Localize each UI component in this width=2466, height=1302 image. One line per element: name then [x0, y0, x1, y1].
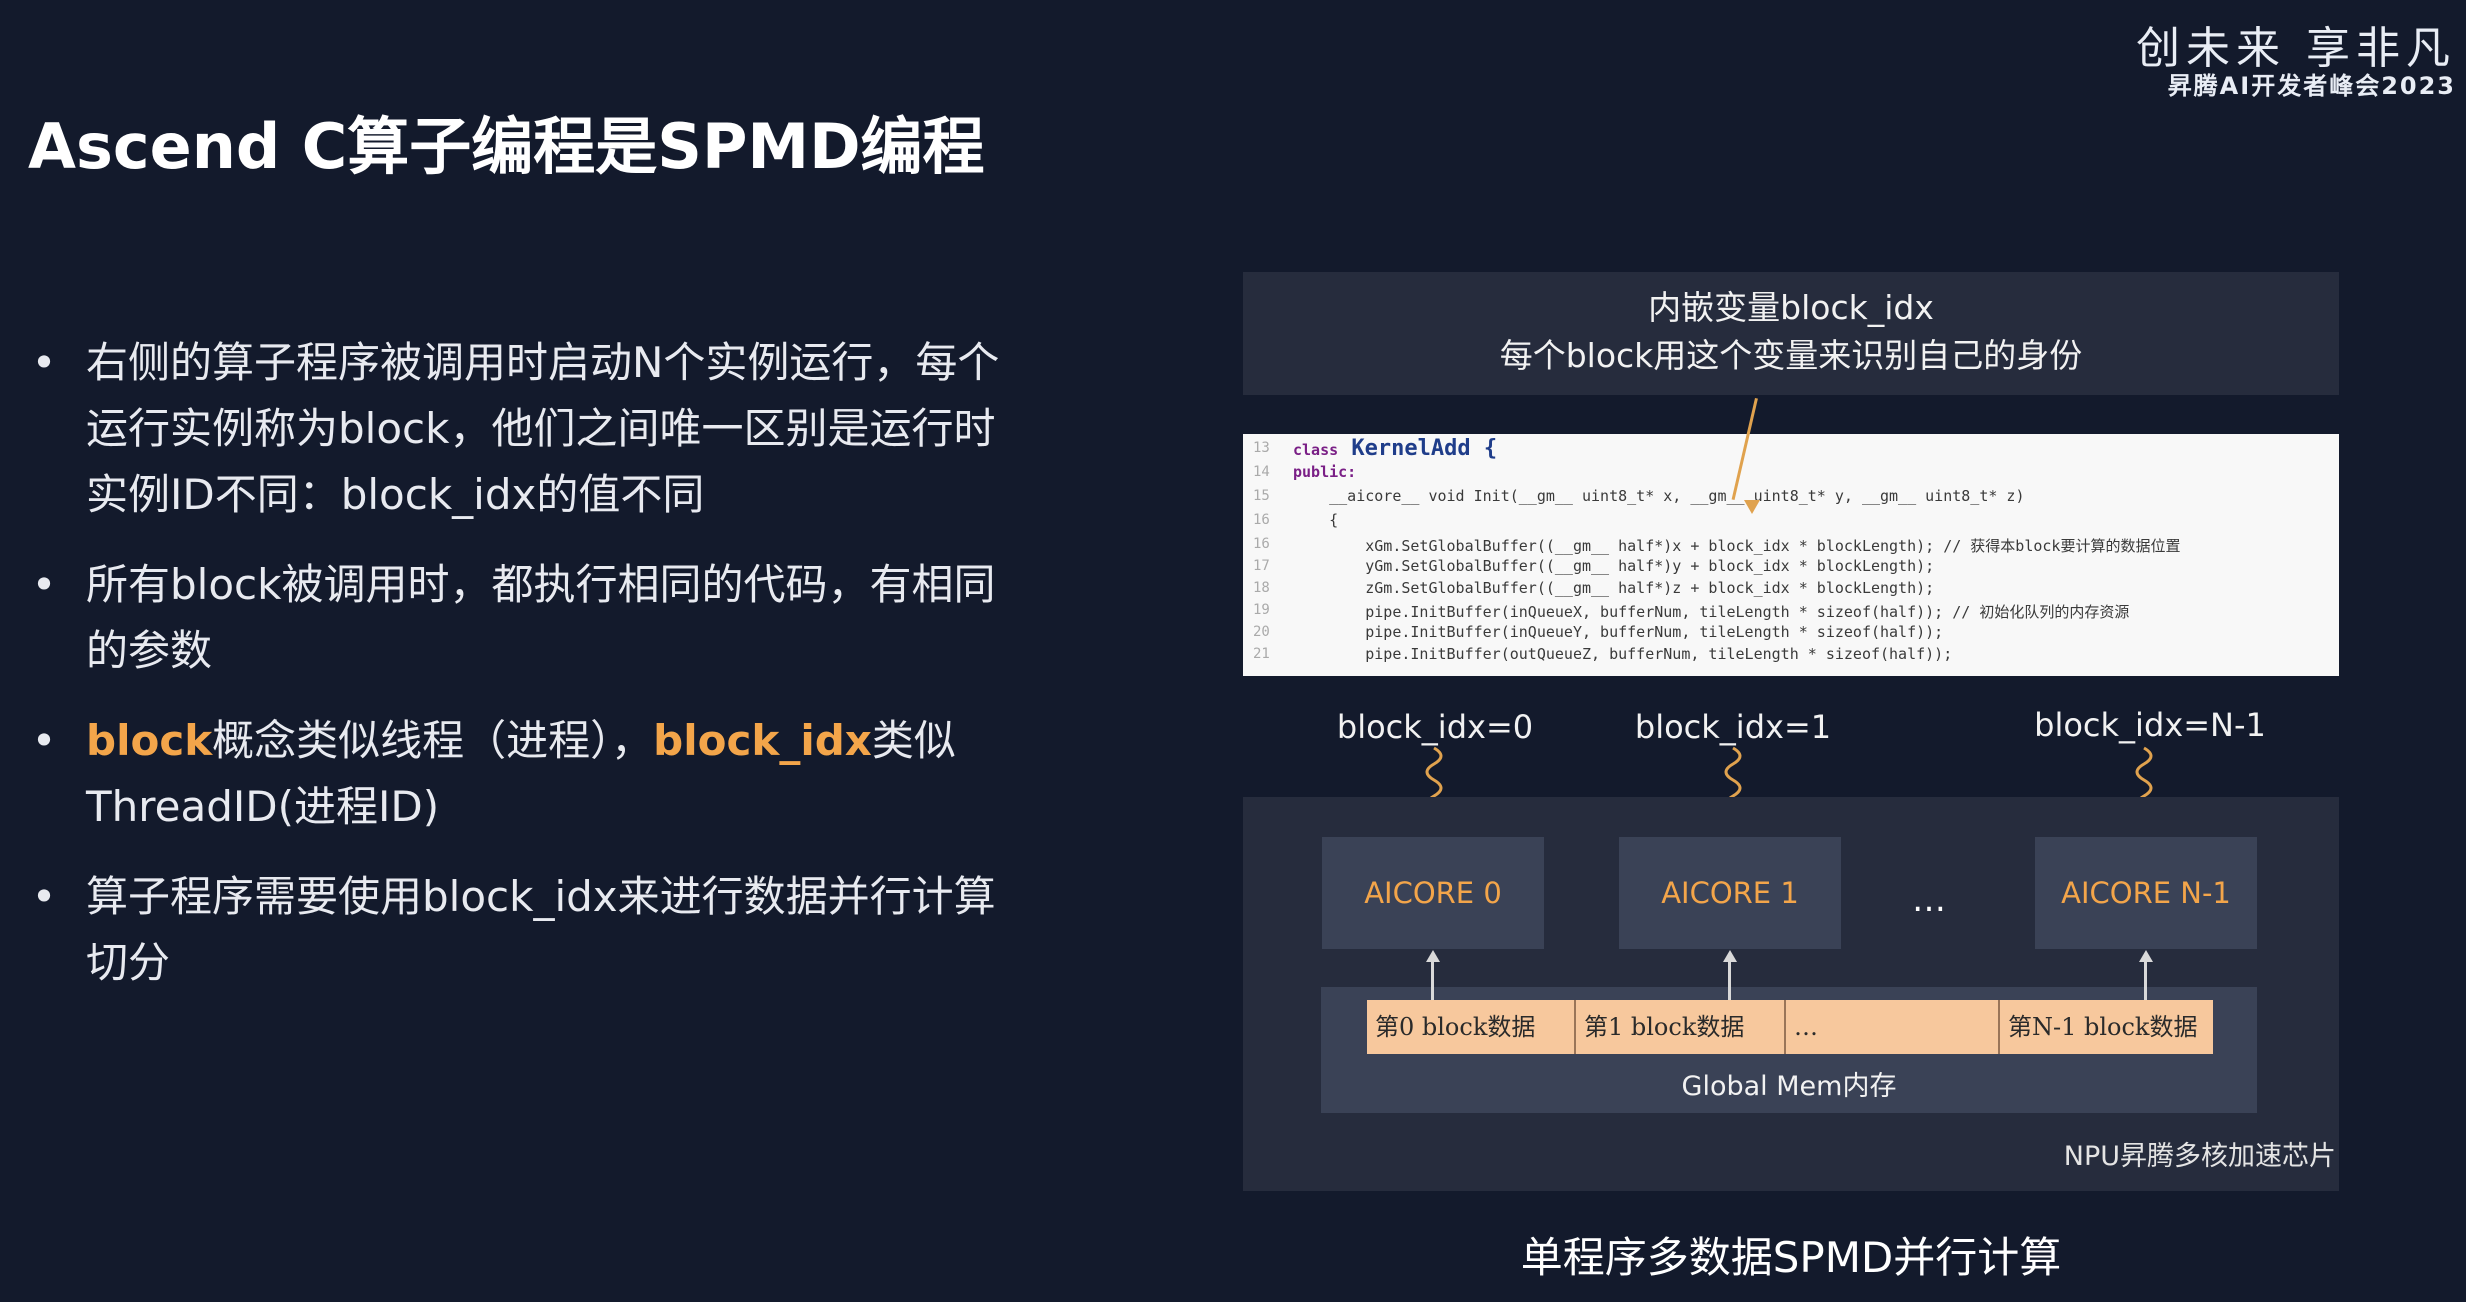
bullet-list: • 右侧的算子程序被调用时启动N个实例运行，每个运行实例称为block，他们之间… — [24, 330, 1004, 1020]
line-number: 16 — [1253, 536, 1270, 552]
bullet-item: • 所有block被调用时，都执行相同的代码，有相同的参数 — [24, 552, 1004, 684]
aicore-ellipsis: … — [1912, 880, 1946, 920]
highlight-block-idx: block_idx — [653, 716, 872, 765]
aicore-box: AICORE 1 — [1619, 837, 1841, 949]
line-number: 17 — [1253, 558, 1270, 574]
line-number: 18 — [1253, 580, 1270, 596]
bullet-marker: • — [31, 338, 57, 387]
memory-block-cell: 第0 block数据 — [1367, 1000, 1576, 1054]
code-snippet: 13 class KernelAdd { 14 public: 15 __aic… — [1243, 434, 2339, 676]
up-arrowhead — [2139, 950, 2153, 962]
line-number: 13 — [1253, 440, 1270, 456]
up-arrow-line — [1431, 960, 1434, 1000]
line-number: 19 — [1253, 602, 1270, 618]
brand-slogan: 创未来 享非凡 — [2136, 23, 2456, 74]
line-number: 21 — [1253, 646, 1270, 662]
bullet-marker: • — [31, 872, 57, 921]
memory-block-cell: 第1 block数据 — [1576, 1000, 1786, 1054]
diagram-caption: 单程序多数据SPMD并行计算 — [1520, 1233, 2062, 1282]
code-text: yGm.SetGlobalBuffer((__gm__ half*)y + bl… — [1293, 557, 1935, 575]
bullet-item: • 右侧的算子程序被调用时启动N个实例运行，每个运行实例称为block，他们之间… — [24, 330, 1004, 528]
bullet-item: • 算子程序需要使用block_idx来进行数据并行计算切分 — [24, 864, 1004, 996]
bullet-marker: • — [31, 716, 57, 765]
code-text: pipe.InitBuffer(inQueueX, bufferNum, til… — [1293, 603, 2130, 621]
line-number: 16 — [1253, 512, 1270, 528]
up-arrow-line — [2144, 960, 2147, 1000]
code-keyword: class — [1293, 441, 1339, 459]
code-text: { — [1293, 511, 1339, 529]
line-number: 14 — [1253, 464, 1270, 480]
block-idx-label: block_idx=0 — [1336, 708, 1534, 746]
bullet-text: 所有block被调用时，都执行相同的代码，有相同的参数 — [86, 560, 996, 675]
bullet-text: 右侧的算子程序被调用时启动N个实例运行，每个运行实例称为block，他们之间唯一… — [86, 338, 1000, 519]
code-text: pipe.InitBuffer(outQueueZ, bufferNum, ti… — [1293, 645, 1953, 663]
up-arrow-line — [1728, 960, 1731, 1000]
line-number: 20 — [1253, 624, 1270, 640]
note-description: 每个block用这个变量来识别自己的身份 — [1499, 336, 2083, 375]
aicore-box: AICORE N-1 — [2035, 837, 2257, 949]
memory-data-row: 第0 block数据 第1 block数据 … 第N-1 block数据 — [1367, 1000, 2213, 1054]
page-title: Ascend C算子编程是SPMD编程 — [28, 110, 985, 183]
code-text: xGm.SetGlobalBuffer((__gm__ half*)x + bl… — [1293, 537, 2181, 555]
code-text: pipe.InitBuffer(inQueueY, bufferNum, til… — [1293, 623, 1944, 641]
up-arrowhead — [1723, 950, 1737, 962]
npu-chip-label: NPU昇腾多核加速芯片 — [2063, 1141, 2336, 1172]
brand-event-name: 昇腾AI开发者峰会2023 — [2167, 72, 2456, 100]
block-idx-note: 内嵌变量block_idx 每个block用这个变量来识别自己的身份 — [1243, 272, 2339, 395]
note-title: 内嵌变量block_idx — [1648, 288, 1934, 327]
bullet-marker: • — [31, 560, 57, 609]
memory-block-cell: … — [1786, 1000, 2000, 1054]
bullet-text: 算子程序需要使用block_idx来进行数据并行计算切分 — [86, 872, 996, 987]
bullet-text: 类似ThreadID(进程ID) — [86, 716, 956, 831]
line-number: 15 — [1253, 488, 1270, 504]
aicore-box: AICORE 0 — [1322, 837, 1544, 949]
bullet-text: 概念类似线程（进程）， — [212, 716, 654, 765]
note-pointer-arrowhead — [1744, 500, 1760, 514]
global-memory-label: Global Mem内存 — [1681, 1071, 1897, 1102]
block-idx-label: block_idx=1 — [1634, 708, 1832, 746]
memory-block-cell: 第N-1 block数据 — [2008, 1013, 2198, 1041]
code-text: __aicore__ void Init(__gm__ uint8_t* x, … — [1293, 487, 2025, 505]
highlight-block: block — [86, 716, 213, 765]
code-text: KernelAdd { — [1338, 436, 1498, 461]
up-arrowhead — [1426, 950, 1440, 962]
bullet-item: • block概念类似线程（进程），block_idx类似ThreadID(进程… — [24, 708, 1004, 840]
code-text: public: — [1293, 463, 1357, 481]
code-text: zGm.SetGlobalBuffer((__gm__ half*)z + bl… — [1293, 579, 1935, 597]
block-idx-label: block_idx=N-1 — [2034, 706, 2266, 744]
